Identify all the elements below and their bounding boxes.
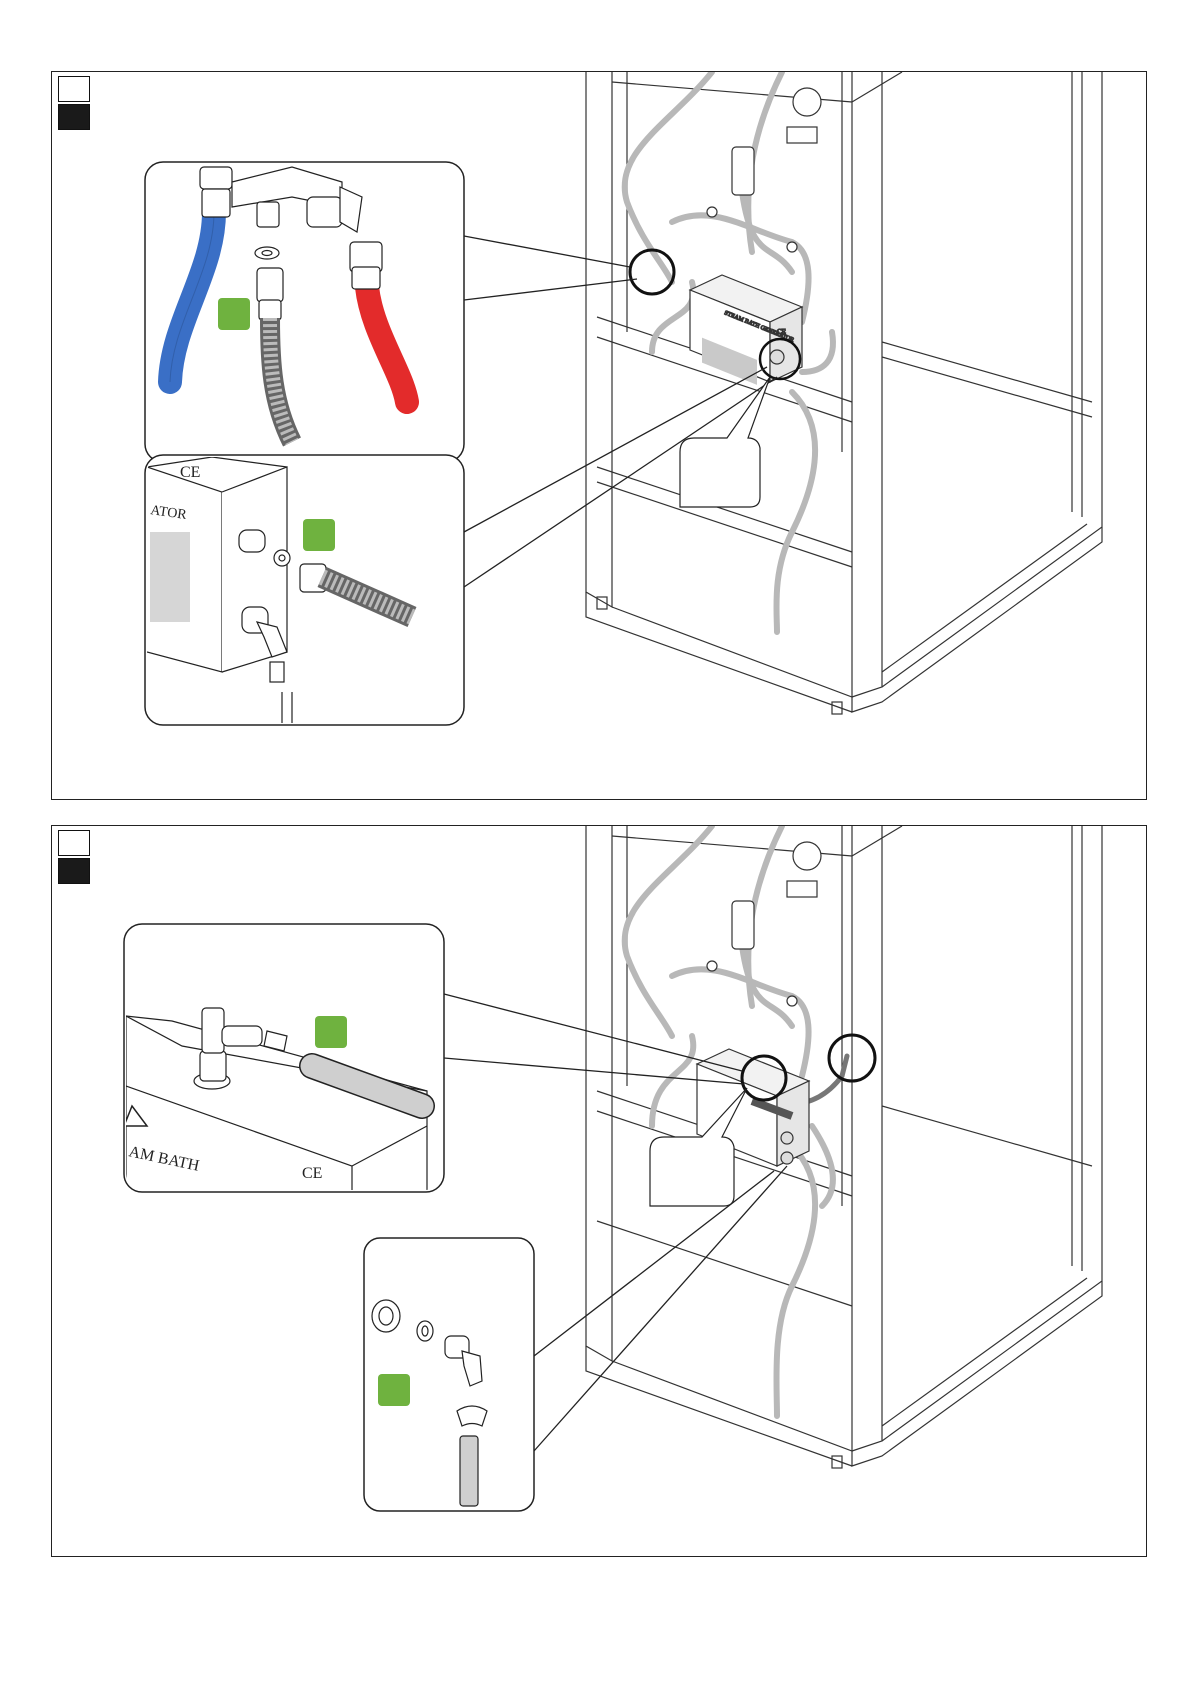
shower-cabin-frame	[586, 72, 1102, 714]
step-badge-green	[315, 1016, 347, 1048]
panel-step-top: STEAM BATH GENERATOR CE	[51, 71, 1147, 800]
steam-generator: STEAM BATH GENERATOR CE	[690, 275, 802, 385]
panel-step-bottom: AM BATH CE	[51, 825, 1147, 1557]
ce-mark-large: CE	[180, 464, 200, 481]
installation-diagram-bottom: AM BATH CE	[52, 826, 1146, 1556]
step-badge-green	[218, 298, 250, 330]
callout-top-port: AM BATH CE	[124, 924, 444, 1196]
callout-generator-inlet: CE ATOR	[145, 455, 464, 732]
step-badge-green	[303, 519, 335, 551]
callout-hoses	[145, 162, 464, 462]
label-tag	[680, 377, 770, 507]
callout-drain-fitting	[364, 1238, 534, 1511]
ce-mark-large: CE	[302, 1165, 322, 1182]
ce-mark: CE	[777, 328, 786, 336]
installation-diagram-top: STEAM BATH GENERATOR CE	[52, 72, 1146, 799]
step-badge-green	[378, 1374, 410, 1406]
